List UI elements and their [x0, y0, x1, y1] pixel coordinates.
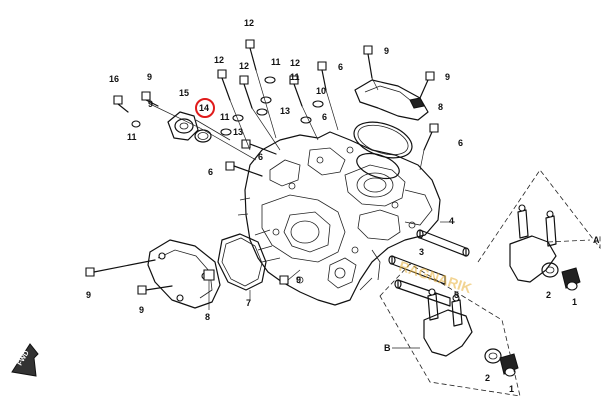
callout-6: 6	[338, 62, 343, 72]
highlight-circle	[195, 98, 215, 118]
callout-9: 9	[384, 46, 389, 56]
callout-2: 2	[546, 290, 551, 300]
callout-9: 9	[86, 290, 91, 300]
callout-5: 5	[454, 290, 459, 300]
callout-11: 11	[271, 57, 281, 67]
callout-12: 12	[290, 58, 300, 68]
rocker-shaft-4	[416, 229, 470, 257]
fwd-arrow-badge: FWD	[11, 343, 39, 377]
bolt-set	[85, 39, 439, 295]
callout-8: 8	[205, 312, 210, 322]
callout-1: 1	[509, 384, 514, 394]
watermark: RAGNARIK	[397, 258, 474, 297]
rocker-arm-b	[423, 288, 519, 377]
callout-13: 13	[233, 127, 243, 137]
callout-2: 2	[485, 373, 490, 383]
callout-7: 7	[246, 298, 251, 308]
callout-12: 12	[244, 18, 254, 28]
callout-9: 9	[445, 72, 450, 82]
callout-15: 15	[179, 88, 189, 98]
callout-3: 3	[419, 247, 424, 257]
callout-9: 9	[139, 305, 144, 315]
callout-16: 16	[109, 74, 119, 84]
bracket-b	[379, 263, 521, 397]
callout-11: 11	[127, 132, 137, 142]
callout-6: 6	[322, 112, 327, 122]
callout-1: 1	[572, 297, 577, 307]
callout-14: 14	[199, 103, 209, 113]
cover-gasket-7	[217, 233, 267, 291]
bracket-letter-a: A	[593, 235, 600, 245]
callout-6: 6	[258, 152, 263, 162]
callout-6: 6	[458, 138, 463, 148]
callout-6: 6	[208, 167, 213, 177]
callout-13: 13	[280, 106, 290, 116]
callout-12: 12	[239, 61, 249, 71]
thermostat-housing	[167, 111, 231, 141]
leader-lines	[149, 69, 455, 310]
rocker-shaft-3	[388, 255, 446, 285]
callout-11: 11	[290, 72, 300, 82]
bracket-letter-b: B	[384, 343, 391, 353]
cylinder-head	[237, 131, 441, 306]
callout-9: 9	[148, 99, 153, 109]
rocker-arm-a	[509, 204, 581, 291]
bracket-a	[477, 169, 601, 263]
callout-9: 9	[296, 275, 301, 285]
callout-12: 12	[214, 55, 224, 65]
callout-9: 9	[147, 72, 152, 82]
callout-4: 4	[449, 216, 454, 226]
callout-11: 11	[220, 112, 230, 122]
o-ring-14	[194, 129, 212, 143]
intake-cover	[353, 79, 429, 180]
callout-8: 8	[438, 102, 443, 112]
callout-10: 10	[316, 86, 326, 96]
callout-labels: 16 9 15 14 11 13 12 12 12 12 11 11 11 13…	[86, 18, 600, 394]
